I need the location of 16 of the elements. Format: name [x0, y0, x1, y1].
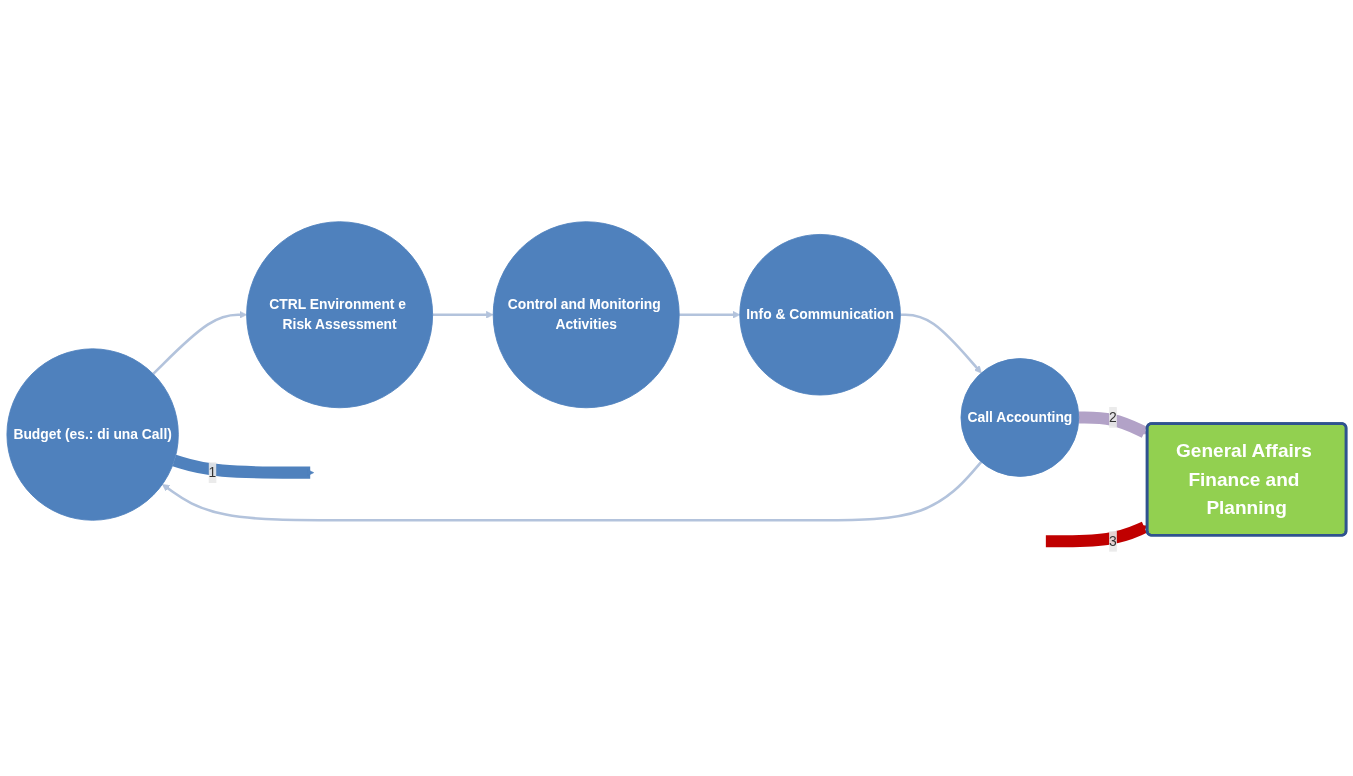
- edge-label: 2: [1109, 409, 1117, 425]
- edge-label: 3: [1109, 533, 1117, 549]
- node-circle: Control and Monitoring Activities: [492, 221, 680, 409]
- arrow: [679, 310, 741, 319]
- arrow: [1078, 411, 1148, 438]
- arrow: [152, 310, 247, 375]
- arrow: [172, 454, 314, 479]
- node-circle: Call Accounting: [960, 358, 1080, 477]
- node-circle: Budget (es.: di una Call): [6, 348, 179, 521]
- edge-label: 1: [208, 464, 217, 480]
- arrow: [162, 461, 983, 522]
- arrow: [1045, 521, 1148, 548]
- arrow: [900, 313, 982, 374]
- node-circle: CTRL Environment e Risk Assessment: [246, 221, 434, 409]
- node-circle: Info & Communication: [739, 234, 901, 396]
- arrow: [432, 310, 494, 319]
